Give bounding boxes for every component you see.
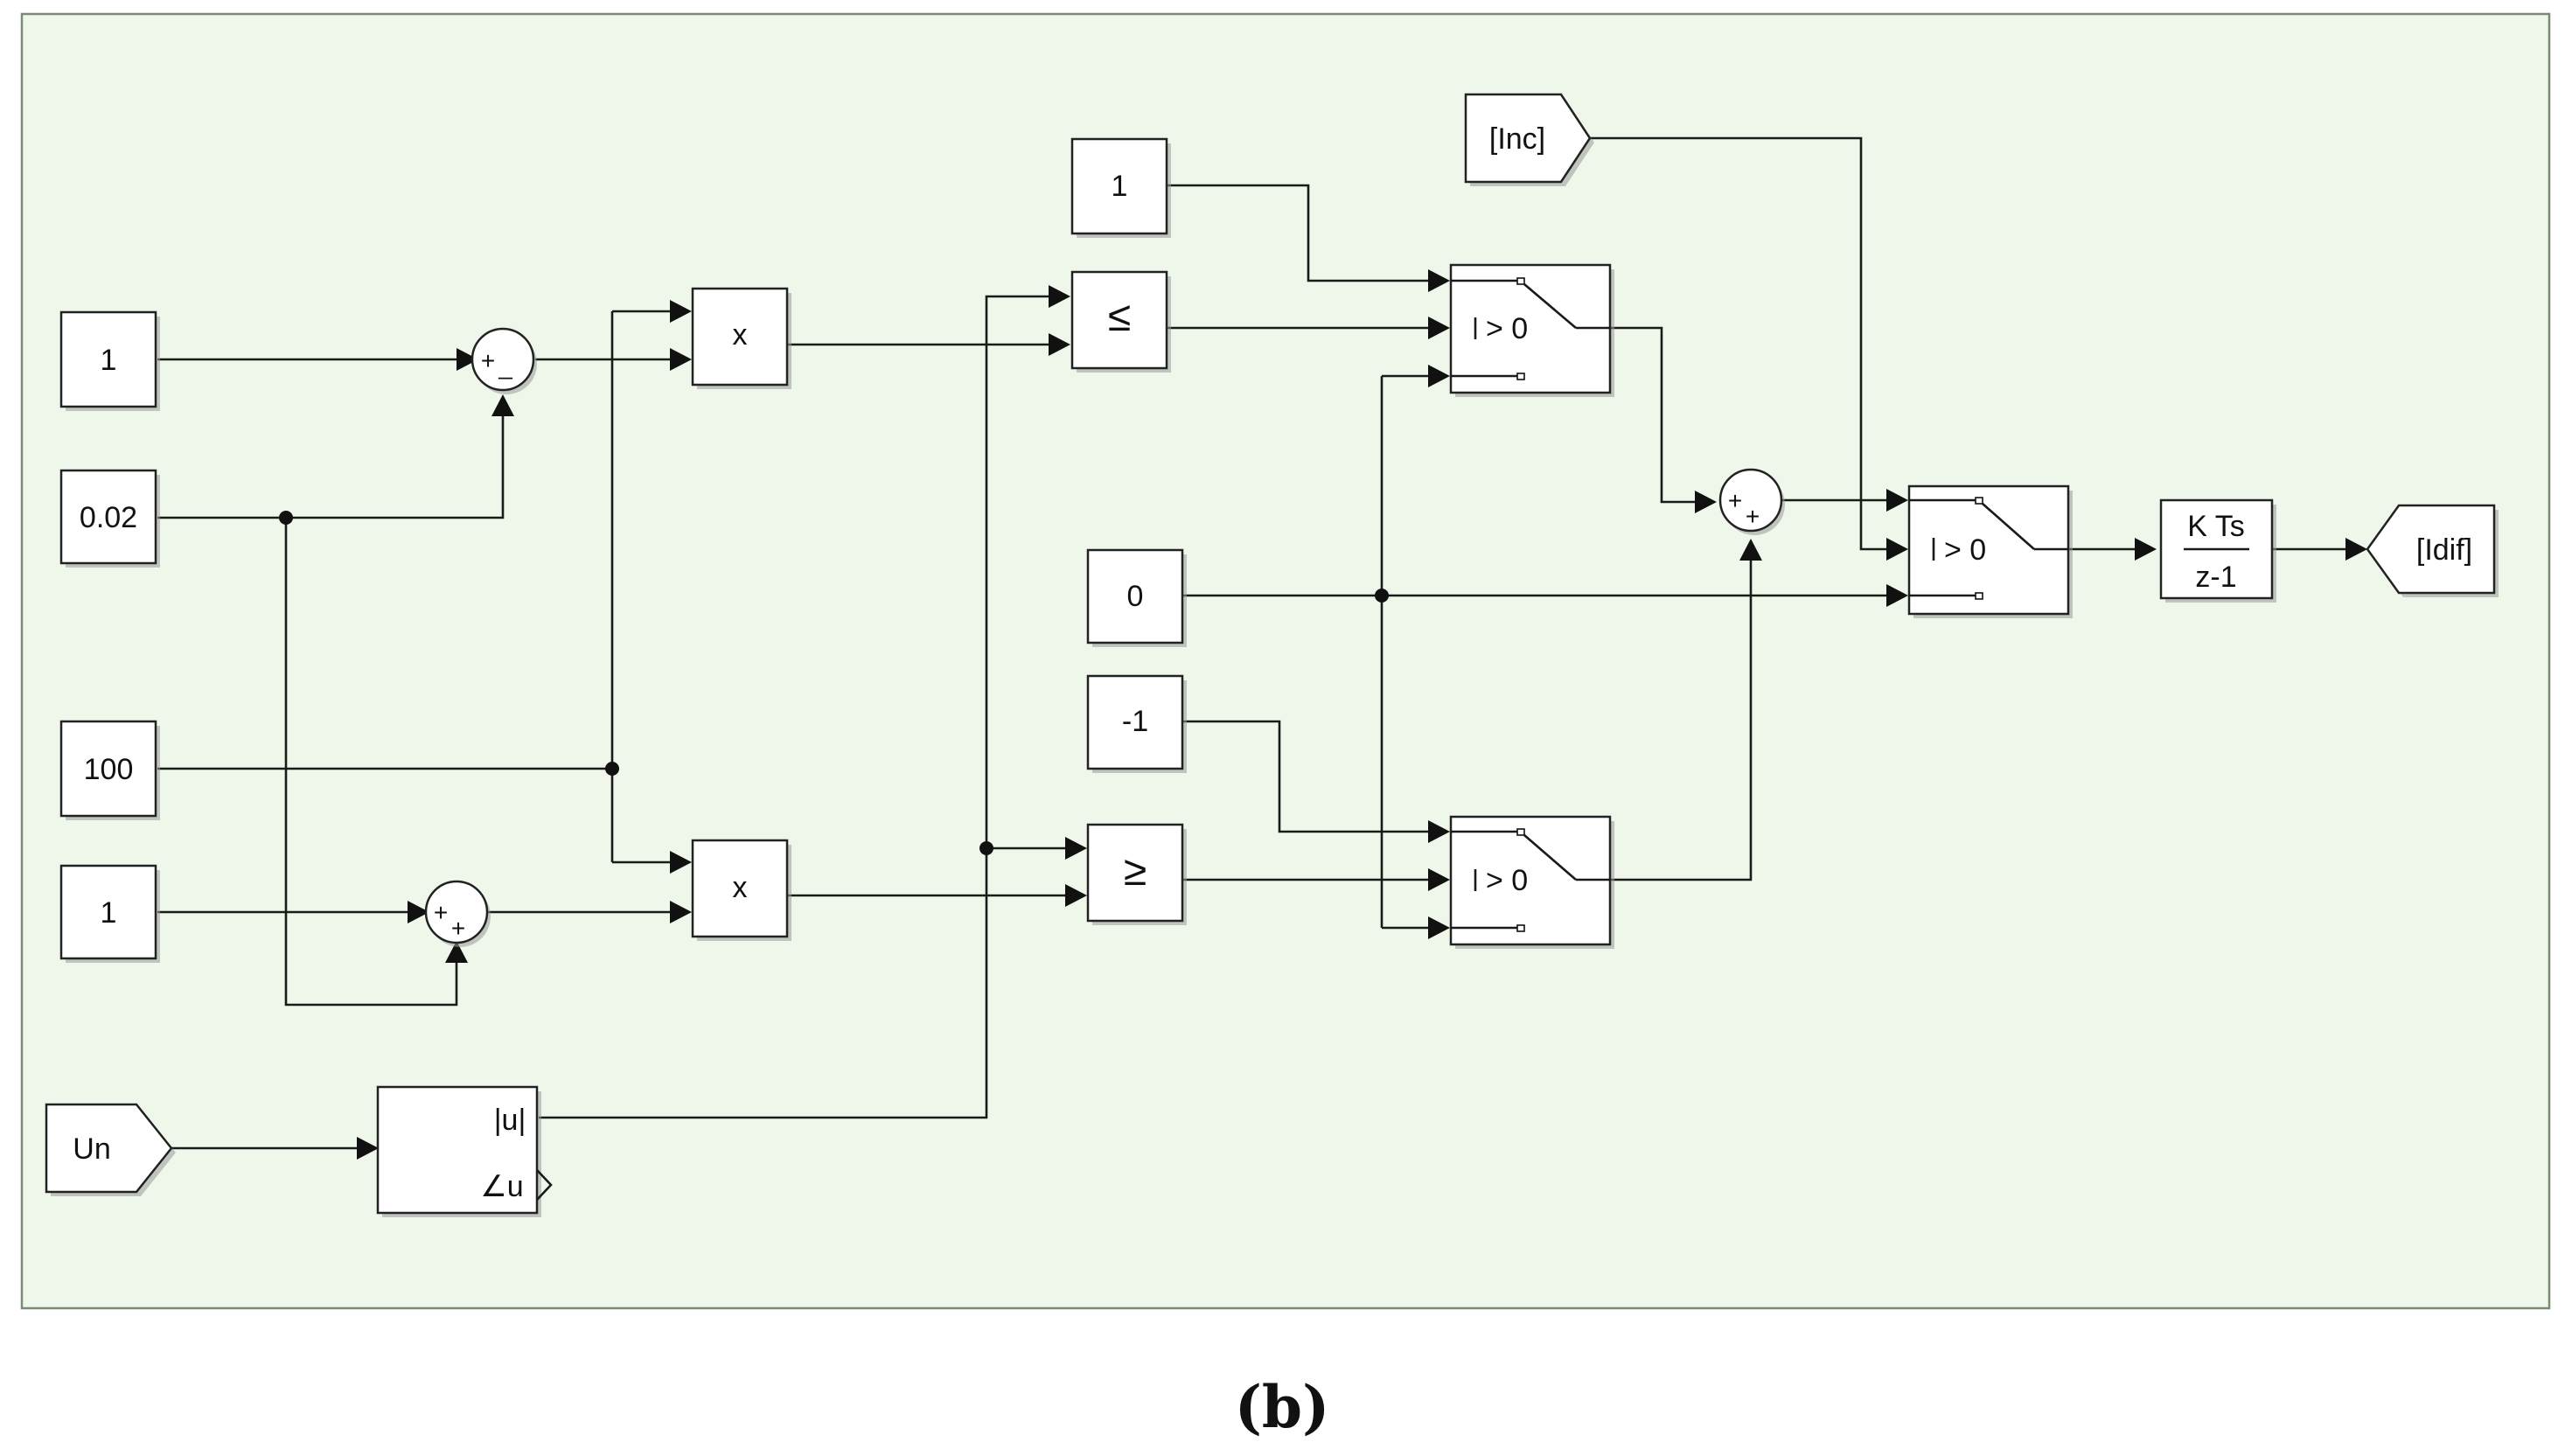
sum-block-right[interactable]: + + (1718, 468, 1785, 535)
figure-caption: (b) (1235, 1373, 1330, 1441)
complex-to-magnitude-angle-block[interactable]: |u| ∠u (376, 1085, 553, 1217)
arrowheads (357, 269, 2367, 1160)
constant-value: 0 (1127, 580, 1144, 613)
constant-value: -1 (1122, 705, 1148, 738)
constant-block-0[interactable]: 0 (1086, 548, 1187, 647)
switch-block-bottom[interactable]: > 0 (1449, 815, 1614, 949)
tag-label: Un (73, 1132, 110, 1166)
angle-output-port (536, 1169, 553, 1201)
magnitude-port-label: |u| (494, 1104, 526, 1137)
sum-sign-first: + (1728, 487, 1742, 514)
switch-threshold: > 0 (1944, 533, 1986, 567)
sum-block-bottom[interactable]: + + (424, 880, 491, 947)
sum-sign-first: + (481, 347, 495, 374)
product-symbol: x (733, 318, 748, 352)
from-block-inc[interactable]: [Inc] (1464, 93, 1594, 186)
sum-sign-first: + (434, 899, 448, 926)
integrator-denominator: z-1 (2195, 561, 2236, 594)
switch-block-right[interactable]: > 0 (1907, 484, 2073, 618)
integrator-numerator: K Ts (2187, 510, 2245, 543)
constant-value: 1 (101, 344, 117, 377)
operator-symbol: ≤ (1108, 294, 1131, 340)
constant-value: 1 (1112, 170, 1128, 203)
sum-sign-second: + (451, 915, 465, 942)
sum-block-top[interactable]: + _ (470, 327, 537, 394)
switch-threshold: > 0 (1486, 312, 1528, 345)
sum-sign-second: + (1746, 503, 1760, 530)
branch-points (279, 511, 1389, 855)
from-block-un[interactable]: Un (45, 1103, 176, 1196)
operator-symbol: ≥ (1124, 848, 1147, 895)
relational-operator-ge[interactable]: ≥ (1086, 823, 1187, 925)
constant-block-1-bottom[interactable]: 1 (59, 864, 160, 963)
switch-block-top[interactable]: > 0 (1449, 263, 1614, 397)
tag-label: [Inc] (1489, 122, 1545, 156)
constant-value: 0.02 (80, 501, 137, 534)
constant-block-100[interactable]: 100 (59, 720, 160, 820)
constant-block-neg1[interactable]: -1 (1086, 674, 1187, 773)
angle-port-label: ∠u (480, 1170, 523, 1203)
product-symbol: x (733, 871, 748, 904)
constant-value: 100 (84, 753, 134, 786)
discrete-integrator-block[interactable]: K Ts z-1 (2159, 498, 2276, 603)
constant-block-1-switch[interactable]: 1 (1070, 137, 1171, 238)
constant-block-002[interactable]: 0.02 (59, 469, 160, 568)
constant-block-1-top[interactable]: 1 (59, 310, 160, 411)
relational-operator-le[interactable]: ≤ (1070, 270, 1171, 373)
constant-value: 1 (101, 896, 117, 930)
sum-sign-second: _ (498, 352, 512, 380)
product-block-top[interactable]: x (691, 287, 791, 389)
product-block-bottom[interactable]: x (691, 839, 791, 941)
switch-threshold: > 0 (1486, 864, 1528, 897)
tag-label: [Idif] (2416, 533, 2472, 567)
goto-block-idif[interactable]: [Idif] (2366, 504, 2499, 597)
